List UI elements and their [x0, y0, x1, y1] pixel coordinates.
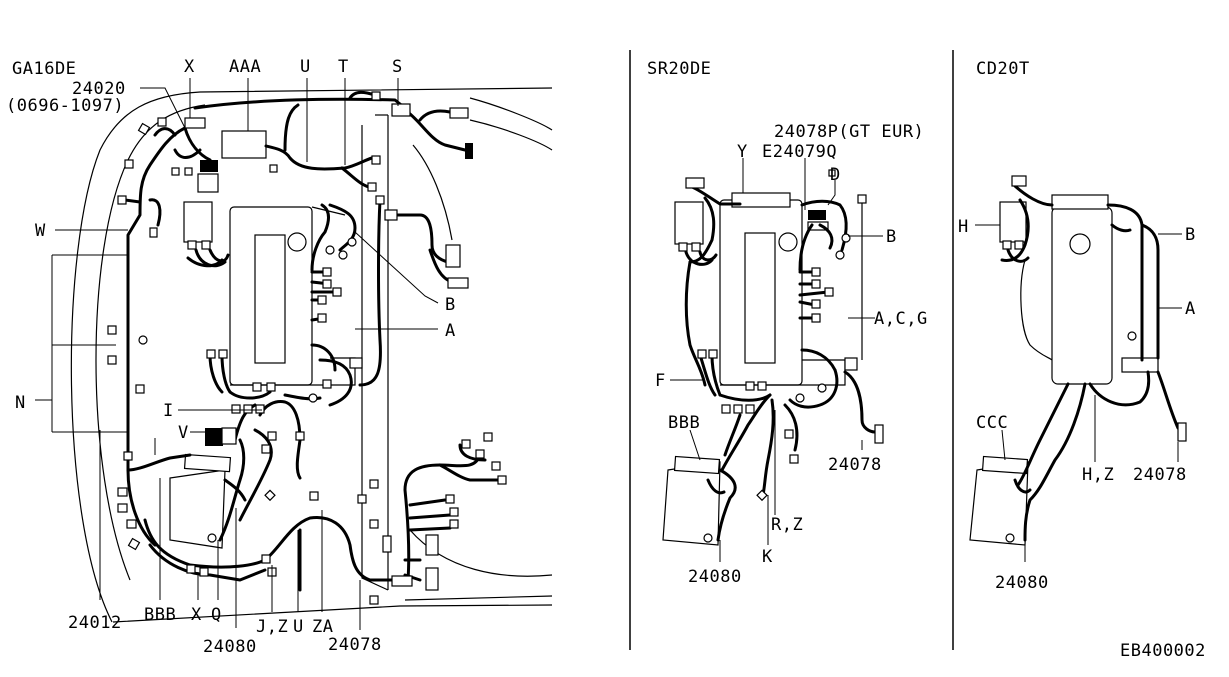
label-24078-left: 24078 [328, 635, 382, 655]
label-v: V [178, 423, 189, 443]
label-24012: 24012 [68, 613, 122, 633]
label-bbb-mid: BBB [668, 413, 700, 433]
label-aaa: AAA [229, 57, 261, 77]
label-a: A [445, 321, 456, 341]
label-t: T [338, 57, 349, 77]
label-ccc: CCC [976, 413, 1008, 433]
panel-cd20t: CD20T H B A CCC H,Z 24078 24080 [958, 59, 1196, 593]
label-24078-mid: 24078 [828, 455, 882, 475]
label-y: Y [737, 142, 748, 162]
label-k: K [762, 547, 773, 567]
figure-code: EB400002 [1120, 641, 1206, 661]
label-rz: R,Z [771, 515, 803, 535]
label-za: ZA [312, 617, 333, 637]
label-24078-right: 24078 [1133, 465, 1187, 485]
label-x-bot: X [191, 605, 202, 625]
label-b-right: B [1185, 225, 1196, 245]
label-d: D [830, 165, 841, 185]
label-i: I [163, 401, 174, 421]
label-jz: J,Z [256, 617, 288, 637]
label-24080-left: 24080 [203, 637, 257, 657]
panel-ga16de: GA16DE 24020 (0696-1097) X AAA U T S W N… [6, 57, 553, 657]
label-f: F [655, 371, 666, 391]
label-x-top: X [184, 57, 195, 77]
label-n: N [15, 393, 26, 413]
label-w: W [35, 221, 46, 241]
label-h: H [958, 217, 969, 237]
label-hz: H,Z [1082, 465, 1114, 485]
label-24080-right: 24080 [995, 573, 1049, 593]
panel-sr20de: SR20DE 24078P(GT EUR) Y E24079Q D B A,C,… [647, 59, 928, 587]
label-a-right: A [1185, 299, 1196, 319]
label-e24079q: E24079Q [762, 142, 837, 162]
label-24020: 24020 [72, 79, 126, 99]
label-b-mid: B [886, 227, 897, 247]
label-24080-mid: 24080 [688, 567, 742, 587]
label-q: Q [211, 605, 222, 625]
title-ga16de: GA16DE [12, 59, 76, 79]
label-24078p: 24078P(GT EUR) [774, 122, 924, 142]
label-s: S [392, 57, 403, 77]
label-b: B [445, 295, 456, 315]
label-u-top: U [300, 57, 311, 77]
label-date-range: (0696-1097) [6, 96, 124, 116]
title-sr20de: SR20DE [647, 59, 711, 79]
label-bbb: BBB [144, 605, 176, 625]
label-u-bot: U [293, 617, 304, 637]
title-cd20t: CD20T [976, 59, 1030, 79]
label-acg: A,C,G [874, 309, 928, 329]
